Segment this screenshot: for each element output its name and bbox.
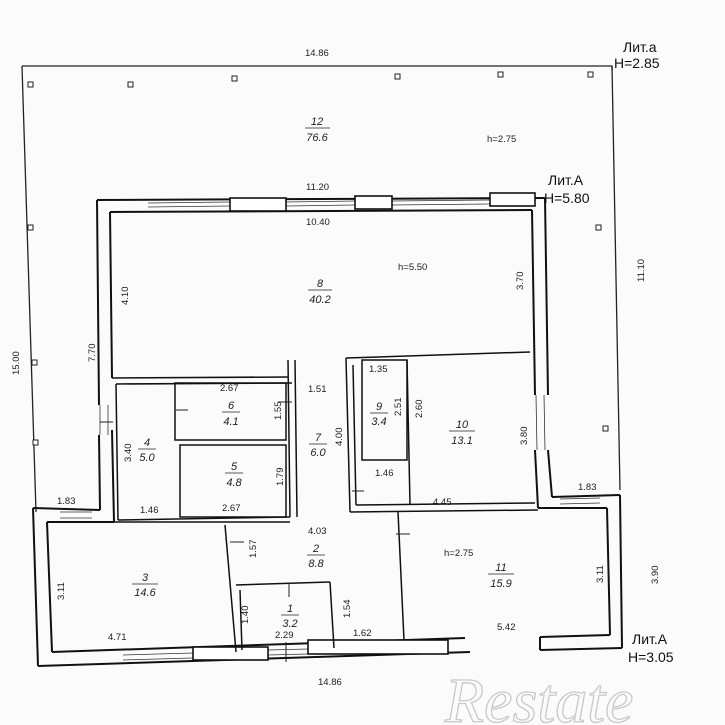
dim-3-90: 3.90 xyxy=(650,566,661,585)
room-number: 1 xyxy=(287,603,293,615)
room-number: 11 xyxy=(495,562,506,574)
dim-main-top-outer: 11.20 xyxy=(306,182,329,193)
dim-1-83-right: 1.83 xyxy=(578,482,597,493)
room-area: 14.6 xyxy=(134,587,156,599)
room-number: 2 xyxy=(312,543,319,555)
dim-4-03: 4.03 xyxy=(308,526,327,537)
dim-1-35: 1.35 xyxy=(369,364,388,375)
room-4: 4 5.0 xyxy=(138,437,156,464)
height-main-hall: h=5.50 xyxy=(398,262,427,273)
room-area: 3.4 xyxy=(371,416,386,428)
room-area: 6.0 xyxy=(310,447,326,459)
outer-boundary xyxy=(21,65,621,513)
room-labels: 12 76.6 8 40.2 6 4.1 7 6.0 9 3.4 10 13.1 xyxy=(132,116,514,630)
room-number: 10 xyxy=(456,419,469,431)
dim-3-80: 3.80 xyxy=(519,427,530,446)
dim-3-11-left: 3.11 xyxy=(56,582,67,600)
dim-1-51: 1.51 xyxy=(308,384,327,395)
dim-outer-top: 14.86 xyxy=(305,48,329,59)
room-area: 40.2 xyxy=(309,294,330,306)
dim-outer-left: 15.00 xyxy=(11,351,22,375)
lit-a-small-height: H=2.85 xyxy=(614,55,660,71)
room-number: 7 xyxy=(315,432,322,444)
lit-A-bottom-label: Лит.А xyxy=(632,631,668,647)
dim-4-45: 4.45 xyxy=(433,497,452,508)
room-area: 8.8 xyxy=(308,558,324,570)
room-number: 5 xyxy=(231,461,238,473)
wall-blocks xyxy=(192,192,536,661)
lit-A-main-height: H=5.80 xyxy=(544,190,590,206)
dim-1-46-mid: 1.46 xyxy=(375,468,394,479)
lit-a-small-label: Лит.а xyxy=(623,39,657,55)
room-number: 12 xyxy=(311,116,323,128)
dim-4-10: 4.10 xyxy=(120,287,131,306)
dim-2-60: 2.60 xyxy=(414,400,425,419)
lit-A-bottom-height: H=3.05 xyxy=(628,649,674,665)
room-3: 3 14.6 xyxy=(132,572,158,599)
dim-3-40: 3.40 xyxy=(123,444,134,463)
watermark-logo: Restate xyxy=(444,665,633,725)
dim-1-57: 1.57 xyxy=(248,540,259,559)
dim-1-79: 1.79 xyxy=(275,468,286,487)
room-7: 7 6.0 xyxy=(309,432,327,459)
dim-1-54: 1.54 xyxy=(342,600,353,619)
room-number: 8 xyxy=(317,278,324,290)
dim-1-62: 1.62 xyxy=(353,628,372,639)
lit-A-main-label: Лит.А xyxy=(548,172,584,188)
dim-2-67-bottom: 2.67 xyxy=(222,503,241,514)
room-6: 6 4.1 xyxy=(222,400,240,428)
room-10: 10 13.1 xyxy=(449,419,475,447)
interior-walls xyxy=(111,351,539,653)
room-9: 9 3.4 xyxy=(370,401,388,428)
dim-2-29: 2.29 xyxy=(275,630,294,641)
dimension-labels: 14.86 14.86 15.00 11.10 11.20 10.40 4.10… xyxy=(11,48,661,688)
room-1: 1 3.2 xyxy=(281,603,299,630)
room-area: 15.9 xyxy=(490,578,511,590)
dim-3-70: 3.70 xyxy=(515,272,526,291)
main-walls xyxy=(32,197,623,667)
room-5: 5 4.8 xyxy=(225,461,243,489)
dim-1-55: 1.55 xyxy=(273,402,284,421)
dim-3-11-right: 3.11 xyxy=(595,565,606,583)
room-2: 2 8.8 xyxy=(307,543,325,570)
room-11: 11 15.9 xyxy=(488,562,514,590)
room-number: 9 xyxy=(376,401,382,413)
veranda-posts xyxy=(27,71,609,446)
dim-4-00: 4.00 xyxy=(334,428,345,447)
dim-1-46-left: 1.46 xyxy=(140,505,159,516)
room-number: 3 xyxy=(142,572,149,584)
dim-main-top-inner: 10.40 xyxy=(306,217,330,228)
dim-2-51: 2.51 xyxy=(393,398,404,417)
dim-outer-right: 11.10 xyxy=(636,259,647,282)
room-area: 5.0 xyxy=(139,452,155,464)
room-12: 12 76.6 xyxy=(305,116,330,144)
dim-2-67-top: 2.67 xyxy=(220,383,239,394)
room-area: 13.1 xyxy=(451,435,472,447)
room-area: 4.1 xyxy=(223,416,238,428)
dim-outer-bottom: 14.86 xyxy=(318,677,342,688)
room-8: 8 40.2 xyxy=(308,278,332,306)
dim-1-83-left: 1.83 xyxy=(57,496,76,507)
dim-7-70: 7.70 xyxy=(87,344,98,363)
dim-5-42: 5.42 xyxy=(497,622,516,633)
room-area: 4.8 xyxy=(226,477,242,489)
height-veranda: h=2.75 xyxy=(487,134,516,145)
height-room11: h=2.75 xyxy=(444,548,473,559)
dim-4-71: 4.71 xyxy=(108,632,127,643)
room-area: 3.2 xyxy=(282,618,297,630)
room-area: 76.6 xyxy=(306,132,328,144)
dim-1-40: 1.40 xyxy=(240,606,251,625)
doors xyxy=(100,401,410,662)
room-number: 6 xyxy=(228,400,235,412)
room-number: 4 xyxy=(144,437,150,449)
windows xyxy=(60,199,601,661)
